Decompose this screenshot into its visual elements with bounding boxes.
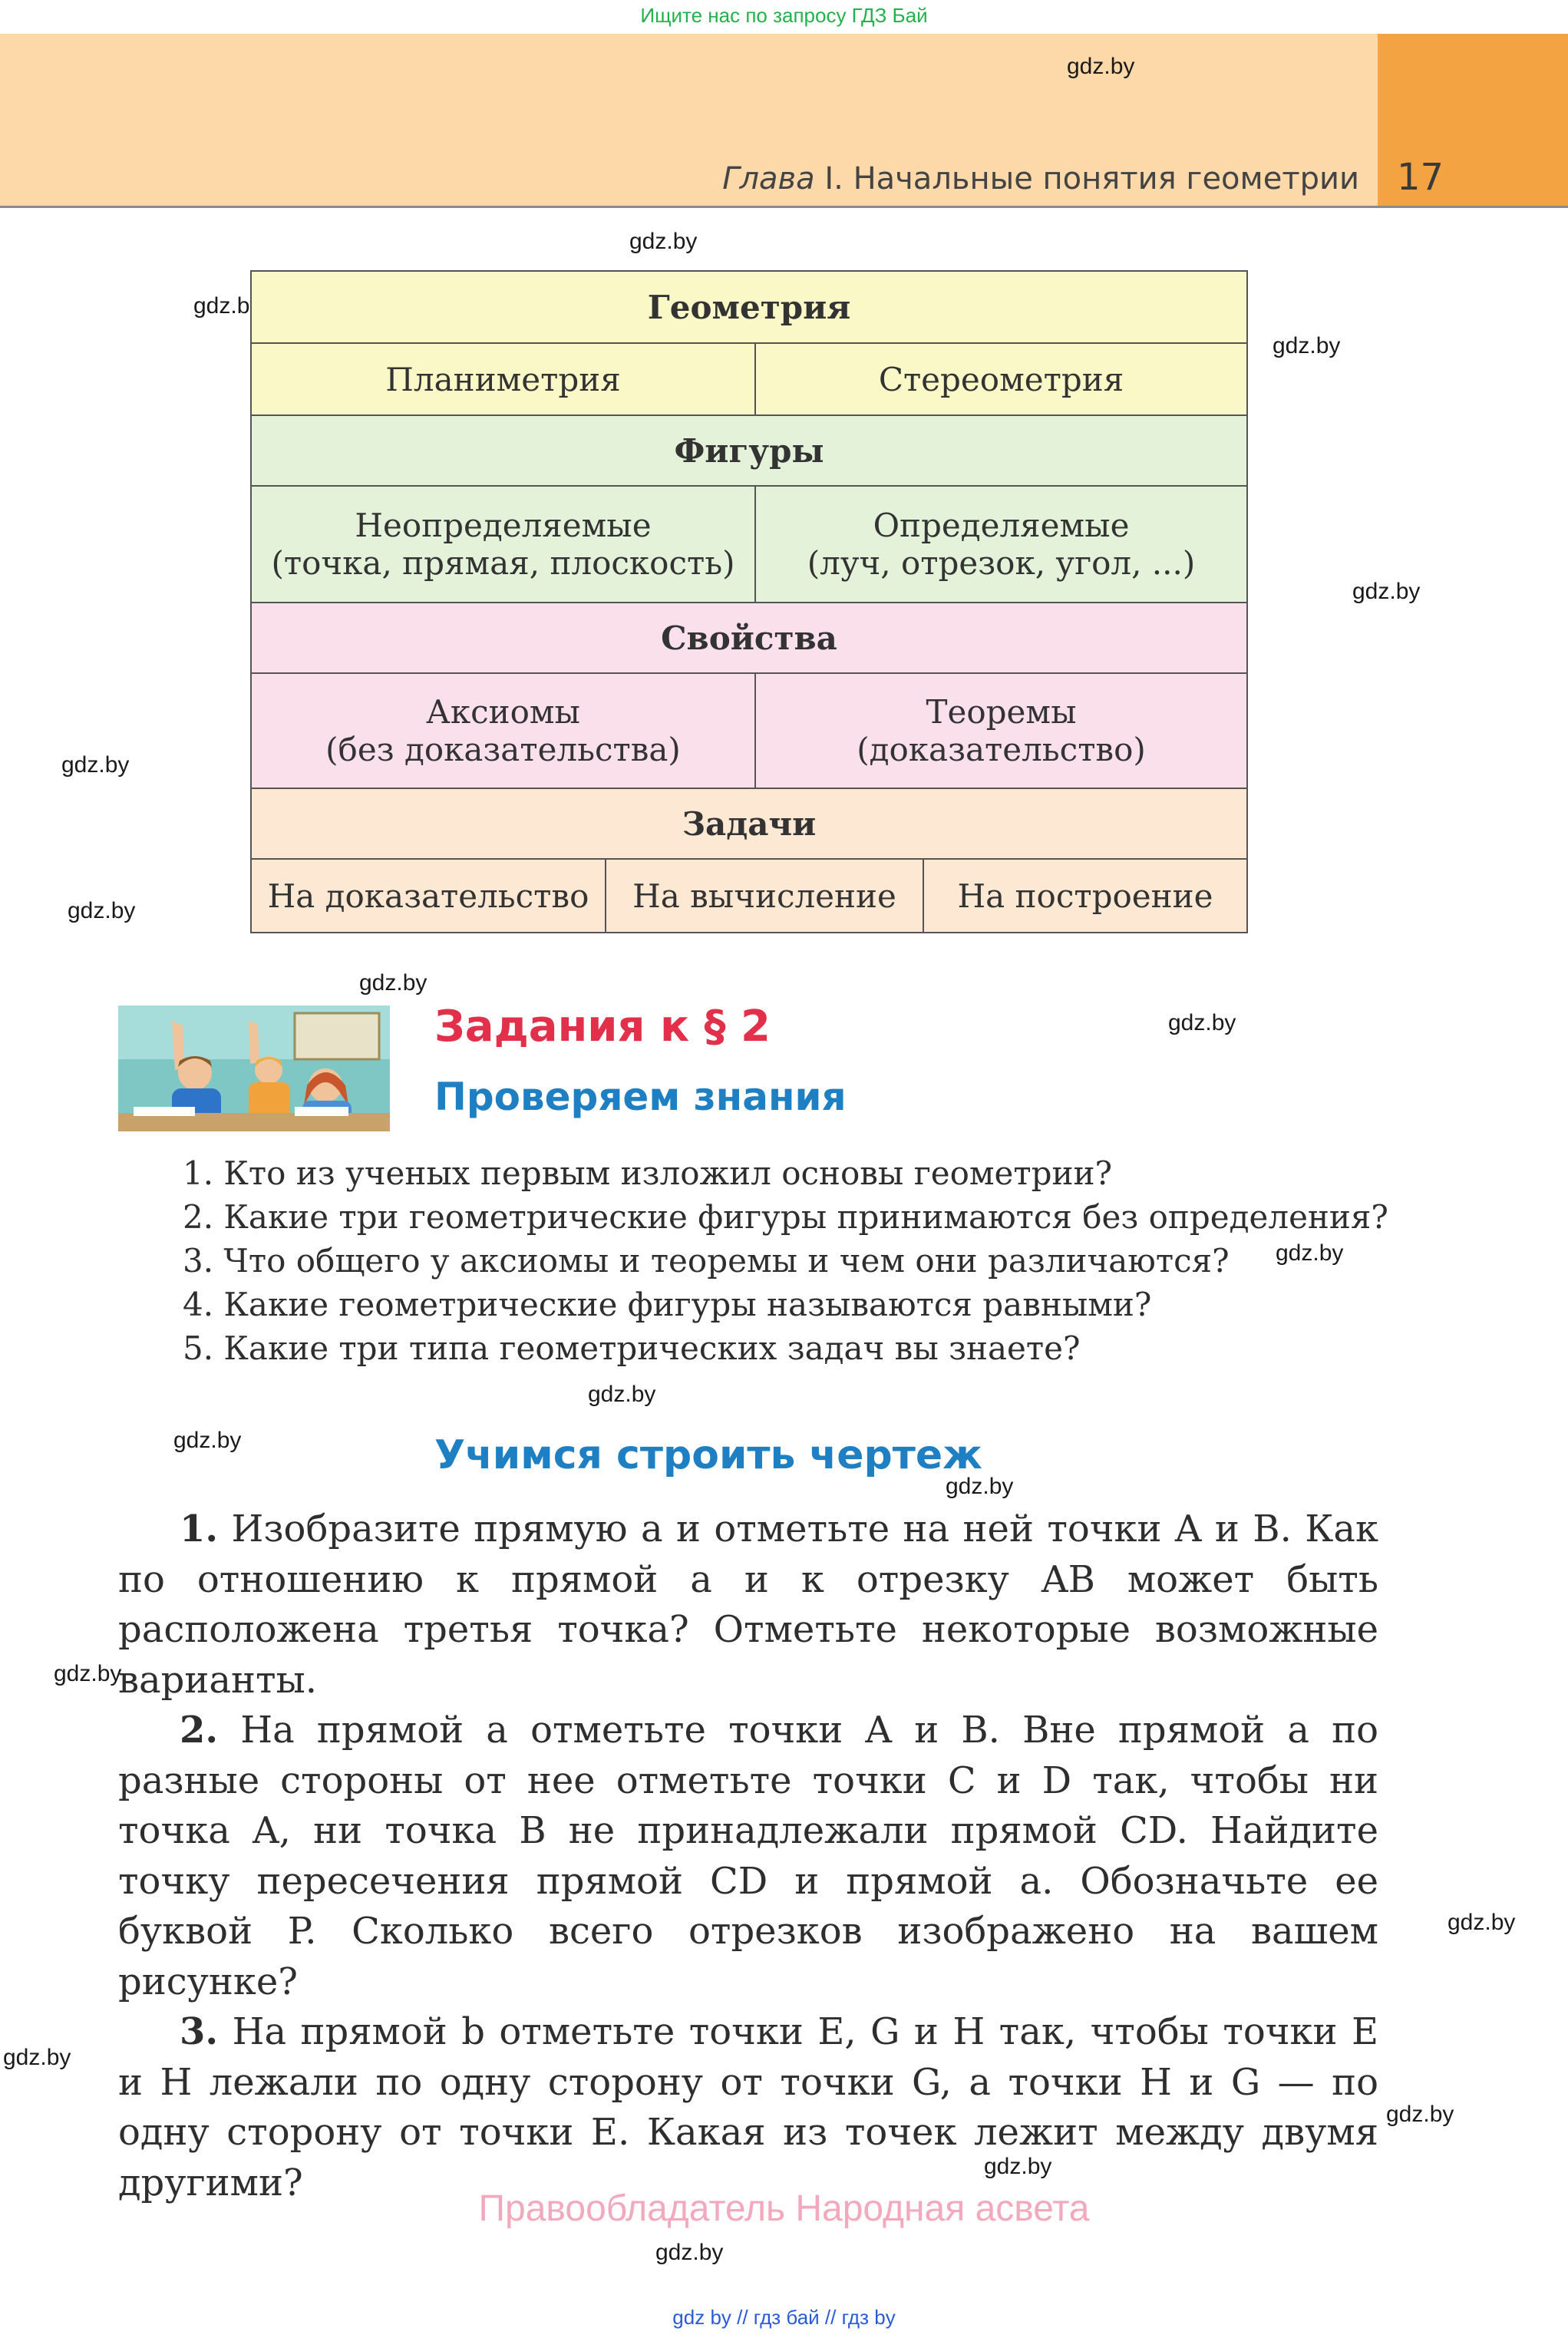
- scheme-theorems-note: (доказательство): [857, 731, 1146, 768]
- chapter-title: Глава I. Начальные понятия геометрии: [722, 161, 1359, 196]
- bottom-links[interactable]: gdz by // гдз бай // гдз by: [672, 2306, 896, 2329]
- watermark: gdz.by: [946, 1474, 1014, 1499]
- exercise-text: Изобразите прямую a и отметьте на ней то…: [118, 1507, 1378, 1702]
- watermark: gdz.by: [1168, 1010, 1236, 1035]
- copyright-notice: Правообладатель Народная асвета: [478, 2188, 1090, 2229]
- geometry-scheme: Геометрия Планиметрия Стереометрия Фигур…: [249, 270, 1249, 933]
- scheme-theorems-title: Теоремы: [926, 693, 1077, 731]
- tasks-title: Задания к § 2: [434, 1002, 771, 1052]
- exercise-text: На прямой a отметьте точки A и B. Вне пр…: [118, 1709, 1378, 2003]
- exercise-2: 2. На прямой a отметьте точки A и B. Вне…: [118, 1706, 1378, 2007]
- watermark: gdz.by: [588, 1382, 656, 1407]
- header-divider: [0, 206, 1568, 208]
- exercise-3: 3. На прямой b отметьте точки E, G и H т…: [118, 2007, 1378, 2208]
- scheme-axioms-note: (без доказательства): [325, 731, 681, 768]
- watermark: gdz.by: [984, 2154, 1052, 2179]
- exercise-list: 1. Изобразите прямую a и отметьте на ней…: [118, 1504, 1378, 2208]
- search-banner[interactable]: Ищите нас по запросу ГДЗ Бай: [640, 4, 928, 27]
- watermark: gdz.by: [629, 229, 698, 254]
- scheme-planimetry: Планиметрия: [250, 342, 756, 416]
- scheme-task-type: На вычисление: [605, 858, 924, 933]
- watermark: gdz.by: [68, 898, 136, 923]
- scheme-undefined: Неопределяемые (точка, прямая, плоскость…: [250, 485, 756, 603]
- watermark: gdz.by: [1067, 54, 1135, 79]
- scheme-axioms-title: Аксиомы: [426, 693, 580, 731]
- watermark: gdz.by: [61, 752, 130, 778]
- watermark: gdz.by: [1352, 579, 1421, 604]
- watermark: gdz.by: [173, 1428, 242, 1453]
- scheme-geometry: Геометрия: [249, 270, 1249, 344]
- scheme-undefined-title: Неопределяемые: [355, 507, 652, 544]
- watermark: gdz.by: [1273, 333, 1341, 358]
- watermark: gdz.by: [54, 1661, 122, 1686]
- classroom-illustration: [118, 1006, 390, 1131]
- scheme-defined: Определяемые (луч, отрезок, угол, ...): [754, 485, 1249, 603]
- watermark: gdz.by: [359, 970, 427, 996]
- question-item: 2. Какие три геометрические фигуры прини…: [183, 1198, 1388, 1236]
- watermark: gdz.by: [1386, 2102, 1454, 2127]
- question-list: 1. Кто из ученых первым изложил основы г…: [183, 1151, 1388, 1370]
- scheme-defined-list: (луч, отрезок, угол, ...): [807, 544, 1196, 582]
- question-item: 4. Какие геометрические фигуры называютс…: [183, 1286, 1152, 1323]
- scheme-theorems: Теоремы (доказательство): [754, 672, 1249, 789]
- scheme-task-type: На доказательство: [250, 858, 606, 933]
- watermark: gdz.by: [655, 2240, 724, 2265]
- chapter-name: I. Начальные понятия геометрии: [814, 161, 1359, 196]
- exercise-number: 3.: [180, 2010, 219, 2053]
- drawing-title: Учимся строить чертеж: [434, 1432, 982, 1478]
- scheme-properties: Свойства: [249, 602, 1249, 674]
- header-band: [0, 34, 1378, 207]
- watermark: gdz.by: [1276, 1240, 1344, 1266]
- scheme-axioms: Аксиомы (без доказательства): [250, 672, 756, 789]
- watermark: gdz.by: [3, 2045, 71, 2070]
- page-number: 17: [1397, 156, 1444, 199]
- question-item: 1. Кто из ученых первым изложил основы г…: [183, 1154, 1113, 1192]
- question-item: 5. Какие три типа геометрических задач в…: [183, 1329, 1081, 1367]
- scheme-task-type: На построение: [922, 858, 1249, 933]
- exercise-1: 1. Изобразите прямую a и отметьте на ней…: [118, 1504, 1378, 1706]
- exercise-text: На прямой b отметьте точки E, G и H так,…: [118, 2010, 1378, 2204]
- exercise-number: 1.: [180, 1507, 219, 1550]
- watermark: gdz.by: [193, 293, 262, 319]
- question-item: 3. Что общего у аксиомы и теоремы и чем …: [183, 1242, 1230, 1280]
- scheme-figures: Фигуры: [249, 414, 1249, 487]
- exercise-number: 2.: [180, 1709, 219, 1752]
- scheme-stereometry: Стереометрия: [754, 342, 1249, 416]
- scheme-defined-title: Определяемые: [873, 507, 1130, 544]
- scheme-undefined-list: (точка, прямая, плоскость): [271, 544, 735, 582]
- page-number-block: [1378, 34, 1568, 207]
- knowledge-check-title: Проверяем знания: [434, 1075, 847, 1119]
- scheme-tasks: Задачи: [249, 788, 1249, 860]
- chapter-label: Глава: [722, 161, 815, 196]
- watermark: gdz.by: [1448, 1910, 1516, 1935]
- students-image: [118, 1006, 390, 1131]
